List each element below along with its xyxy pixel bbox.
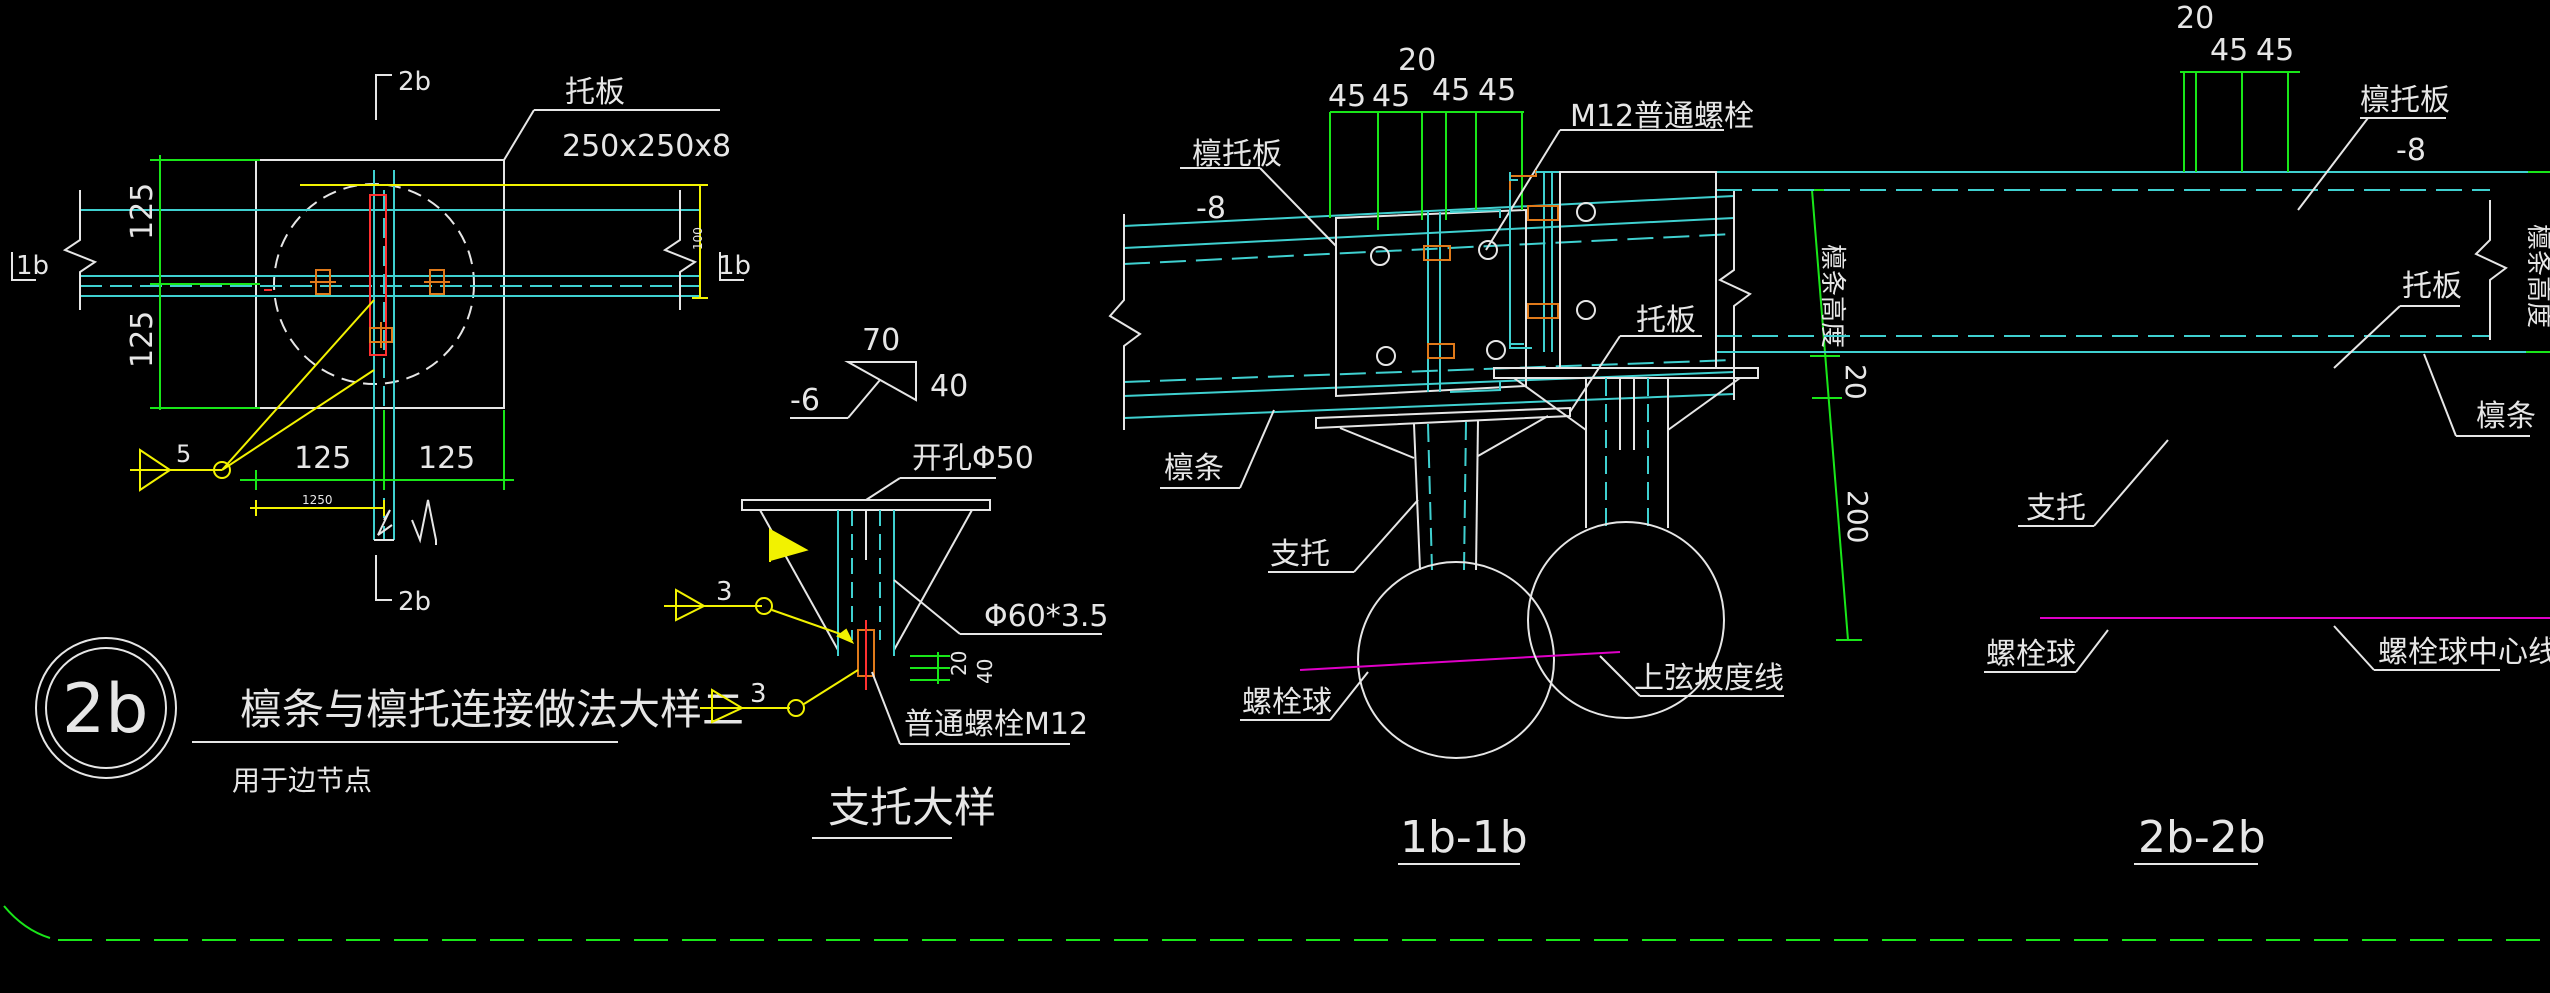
rib-thickness: -6	[790, 383, 820, 418]
section-2b-2b	[1493, 71, 2550, 865]
section-1b-1b	[1108, 111, 1862, 865]
hole-label: 开孔Φ50	[912, 441, 1034, 476]
ball-center-label-2b: 螺栓球中心线	[2378, 635, 2550, 670]
dim-right-small: 100	[691, 227, 705, 250]
purlin-plate-label-1b: 檩托板	[1192, 137, 1282, 172]
support-dim-20: 20	[947, 651, 971, 676]
bolt-group-plan	[310, 269, 450, 348]
rib-dim-40: 40	[930, 369, 968, 404]
dim-2b-top-45a: 45	[2210, 33, 2248, 68]
plate-label-2b: 托板	[2402, 269, 2462, 304]
plate-label: 托板	[565, 75, 625, 110]
section-mark-top-2b: 2b	[398, 67, 431, 97]
detail-subtitle: 用于边节点	[232, 764, 372, 797]
section-mark-bottom-2b: 2b	[398, 587, 431, 617]
dim-bottom-left: 125	[294, 441, 351, 476]
dim-bottom-right: 125	[418, 441, 475, 476]
bolt-holes-2b	[1576, 202, 1596, 320]
dim-left-upper: 125	[125, 183, 160, 240]
right-partial-label-2b: 檩条高度	[2523, 224, 2550, 328]
weld-upper-size: 3	[716, 577, 733, 607]
support-label-2b: 支托	[2026, 491, 2086, 526]
purlin-plate-label-2b: 檩托板	[2360, 83, 2450, 118]
chord-line-label-1b: 上弦坡度线	[1634, 661, 1784, 696]
bolt-holes-1b	[1370, 240, 1506, 366]
dim-1b-top-45a: 45	[1328, 79, 1366, 114]
ball-label-2b: 螺栓球	[1986, 637, 2076, 672]
bolts-2b	[1527, 205, 1559, 319]
support-label-1b: 支托	[1270, 537, 1330, 572]
plate-spec: 250x250x8	[562, 129, 731, 164]
bolt-ball-1b	[1357, 561, 1555, 759]
detail-2b-plan	[11, 74, 744, 601]
purlin-label-2b: 檩条	[2476, 399, 2536, 434]
purlin-label-1b: 檩条	[1164, 451, 1224, 486]
dim-left-lower: 125	[125, 311, 160, 368]
purlin-plate-thk-2b: -8	[2396, 133, 2426, 168]
support-detail	[664, 361, 1102, 839]
dim-1b-top-20: 20	[1398, 43, 1436, 78]
bolts-1b	[1423, 245, 1455, 359]
purlin-height-label-1b: 檩条高度	[1817, 244, 1847, 348]
title-block-2b	[35, 637, 618, 779]
section-mark-left-1b: 1b	[16, 251, 49, 281]
drawing-border	[3, 905, 2550, 941]
section-mark-right-1b: 1b	[718, 251, 751, 281]
detail-title: 檩条与檩托连接做法大样二	[240, 685, 744, 734]
dim-2b-top-20: 20	[2176, 1, 2214, 36]
caption-1b-1b: 1b-1b	[1400, 812, 1528, 863]
dim-1b-200: 200	[1841, 490, 1874, 543]
dim-small-bottom: 1250	[302, 493, 333, 507]
dim-1b-top-45b: 45	[1372, 79, 1410, 114]
plate-outline	[255, 159, 505, 409]
support-caption: 支托大样	[828, 783, 996, 832]
caption-2b-2b: 2b-2b	[2138, 812, 2266, 863]
bolt-label-support: 普通螺栓M12	[904, 707, 1088, 742]
purlin-plate-plan	[369, 194, 387, 356]
ball-label-1b: 螺栓球	[1242, 685, 1332, 720]
bolt-label-1b: M12普通螺栓	[1570, 99, 1754, 134]
title-circle-label: 2b	[62, 670, 148, 749]
plate-label-1b: 托板	[1636, 303, 1696, 338]
support-dim-40: 40	[973, 659, 997, 684]
dim-1b-top-45d: 45	[1478, 73, 1516, 108]
dim-1b-top-45c: 45	[1432, 73, 1470, 108]
purlin-plate-thk-1b: -8	[1196, 191, 1226, 226]
rib-dim-70: 70	[862, 323, 900, 358]
weld-lower-size: 3	[750, 679, 767, 709]
pipe-label: Φ60*3.5	[984, 599, 1109, 634]
dim-1b-20: 20	[1839, 364, 1872, 400]
weld-size-plan: 5	[176, 440, 191, 468]
dim-2b-top-45b: 45	[2256, 33, 2294, 68]
bolt-ball-2b	[1527, 521, 1725, 719]
